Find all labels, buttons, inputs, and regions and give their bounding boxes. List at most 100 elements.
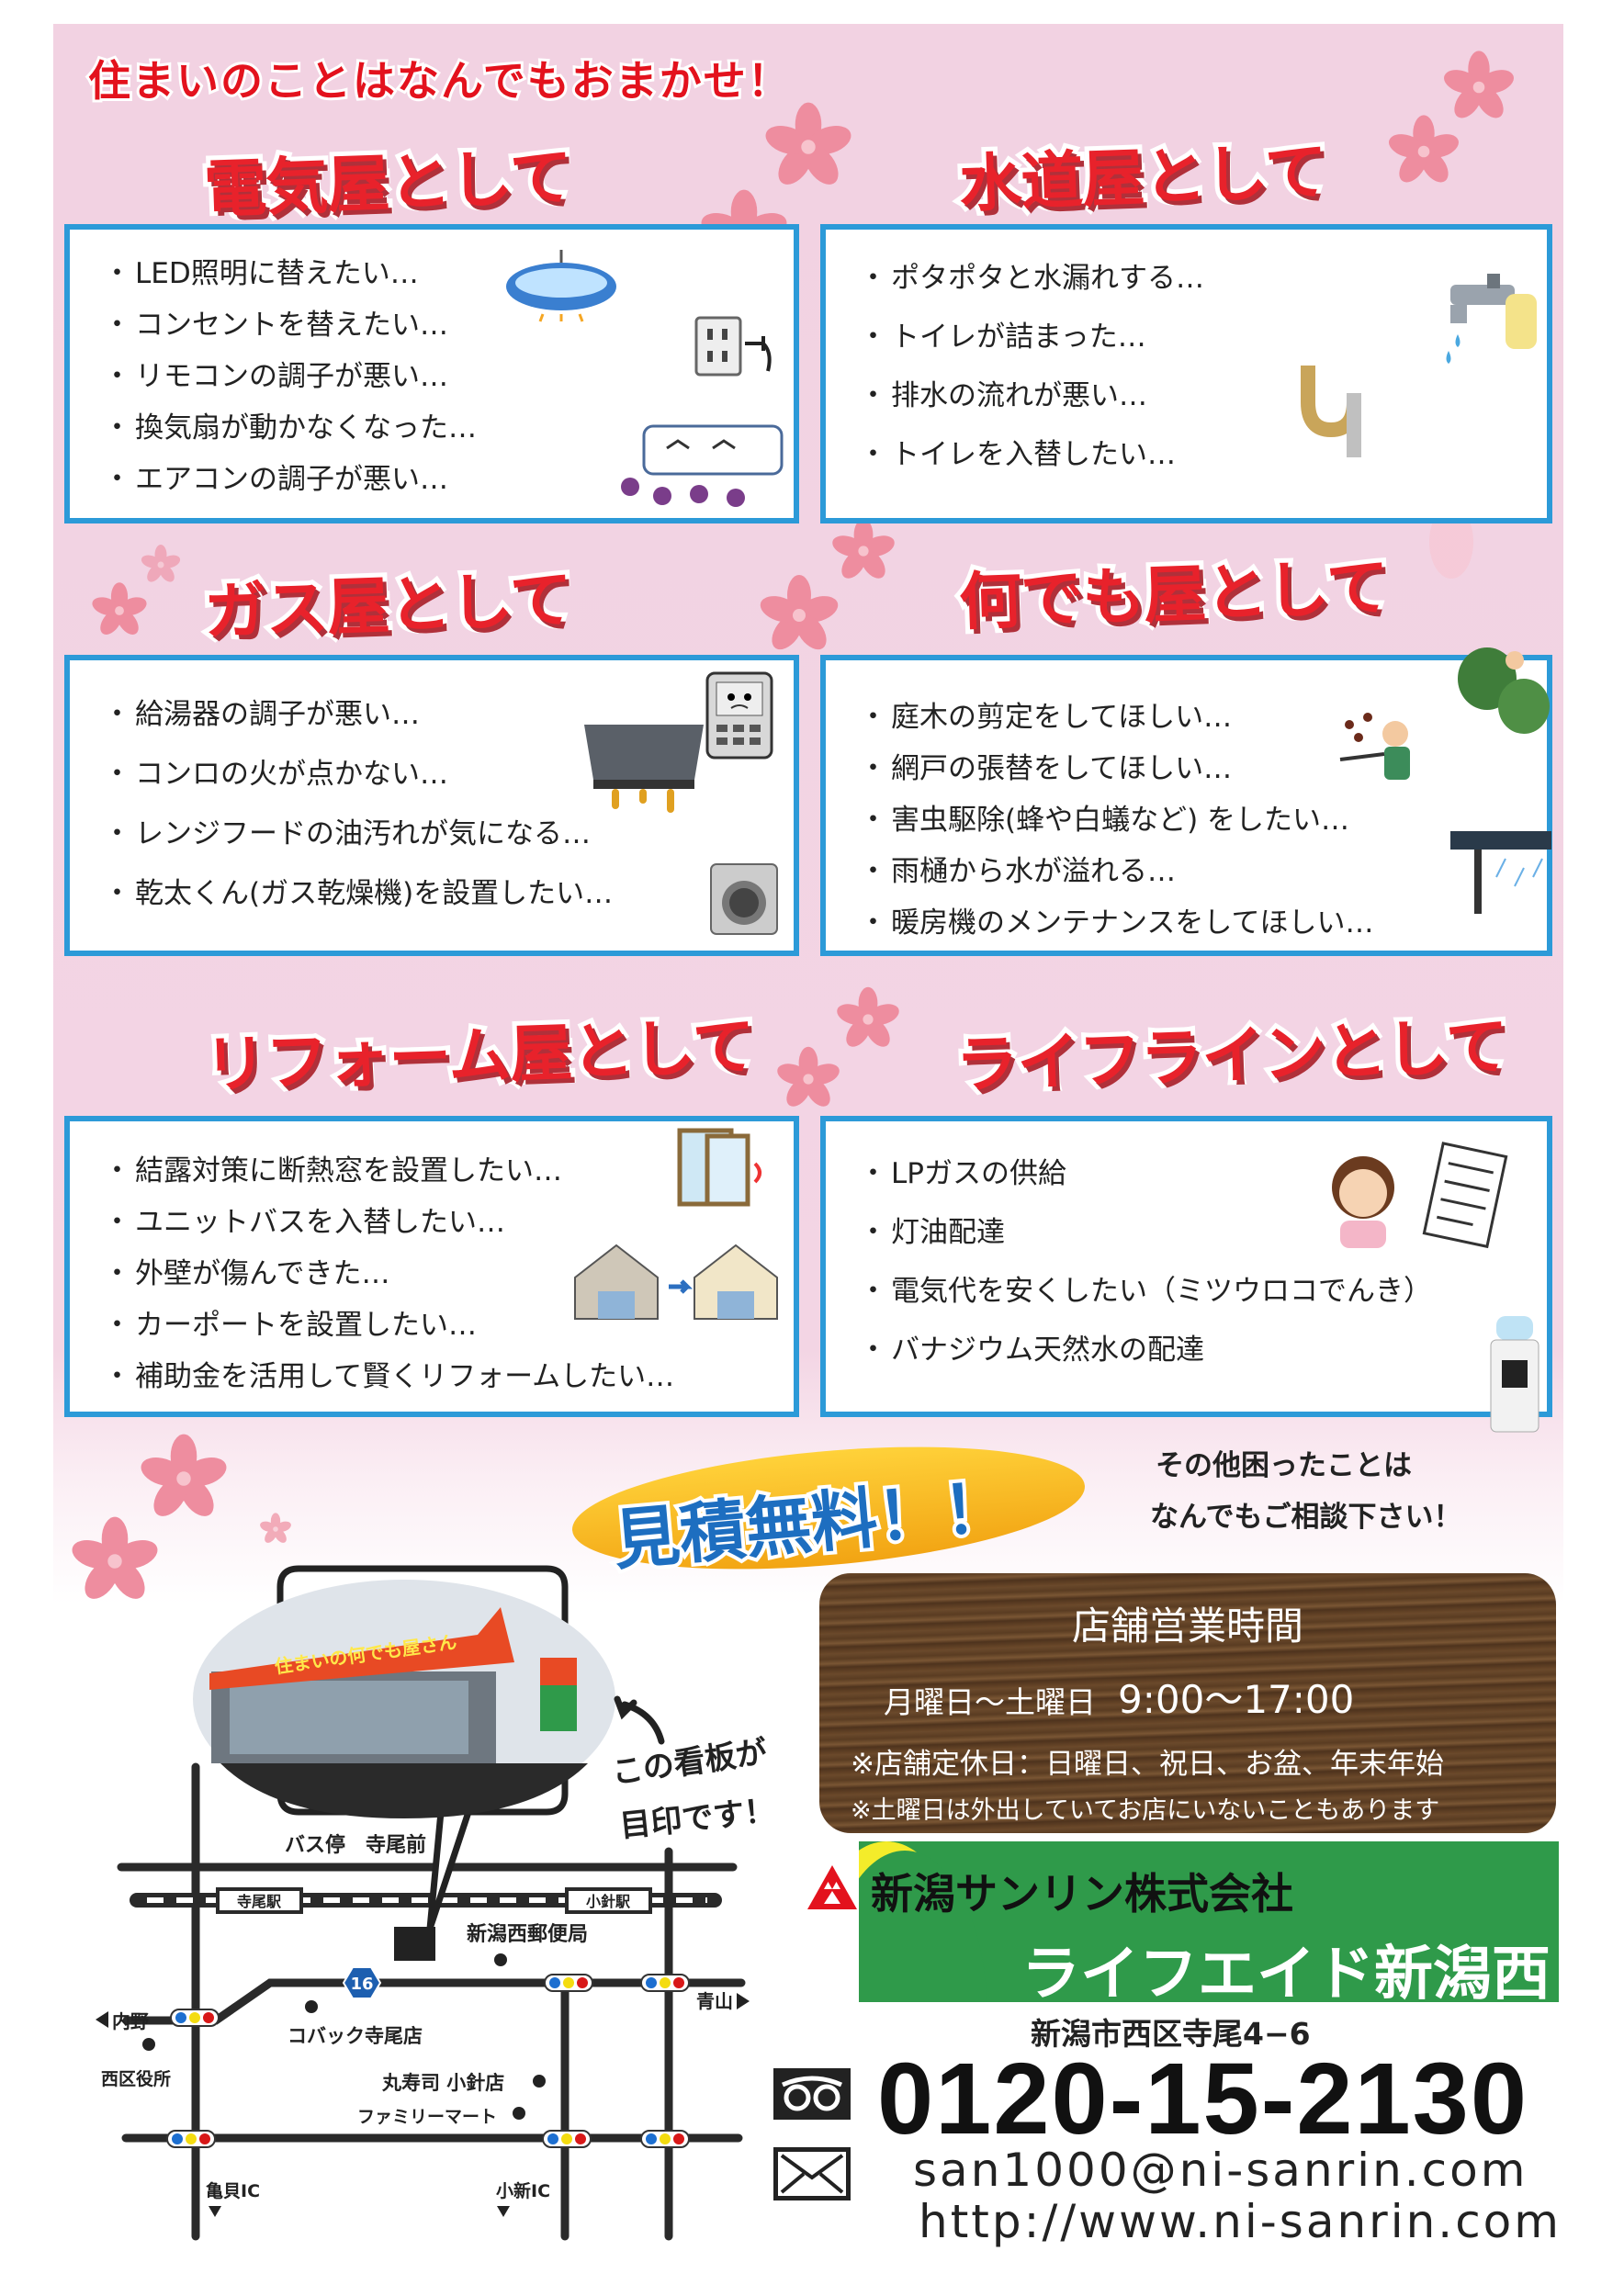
- list-item: LPガスの供給: [859, 1144, 1547, 1203]
- list-item: コンセントを替えたい…: [103, 299, 794, 351]
- water-box: ポタポタと水漏れする… トイレが詰まった… 排水の流れが悪い… トイレを入替した…: [820, 224, 1552, 523]
- lifeline-box: LPガスの供給 灯油配達 電気代を安くしたい（ミツウロコでんき） バナジウム天然…: [820, 1116, 1552, 1433]
- mail-icon: [773, 2147, 851, 2200]
- sign-label-1: この看板が: [610, 1734, 770, 1792]
- list-item: トイレが詰まった…: [859, 308, 1547, 366]
- uchino-label: 内野: [112, 2010, 149, 2032]
- uchino-arrow-icon: [96, 2011, 108, 2028]
- list-item: 電気代を安くしたい（ミツウロコでんき）: [859, 1262, 1547, 1321]
- other-consultation-text: その他困ったことは なんでもご相談下さい！: [1150, 1440, 1461, 1543]
- other-line-2: なんでもご相談下さい！: [1150, 1501, 1462, 1534]
- list-item: カーポートを設置したい…: [103, 1300, 794, 1351]
- list-item: 換気扇が動かなくなった…: [103, 402, 794, 454]
- list-item: 乾太くん(ガス乾燥機)を設置したい…: [103, 864, 794, 924]
- familymart-label: ファミリーマート: [357, 2107, 497, 2127]
- water-heater-remote-icon: [705, 671, 773, 760]
- route-16-sign: 16: [342, 1966, 382, 1999]
- hours-row: 月曜日～土曜日 9:00～17:00: [884, 1669, 1354, 1725]
- list-item: 結露対策に断熱窓を設置したい…: [103, 1145, 794, 1197]
- aoyama-arrow-icon: [737, 1993, 750, 2009]
- list-item: 雨樋から水が溢れる…: [859, 846, 1547, 897]
- electric-bill-icon: [1422, 1142, 1508, 1249]
- address: 新潟市西区寺尾4−6: [1031, 2016, 1311, 2052]
- store-location-marker: [394, 1927, 435, 1961]
- led-lamp-icon: [506, 250, 616, 322]
- phone-number[interactable]: 0120-15-2130: [877, 2043, 1529, 2155]
- list-item: 庭木の剪定をしてほしい…: [859, 692, 1547, 743]
- sign-label-2: 目印です！: [618, 1792, 777, 1845]
- list-item: ポタポタと水漏れする…: [859, 249, 1547, 308]
- post-office-label: 新潟西郵便局: [467, 1922, 588, 1946]
- hours-days: 月曜日～土曜日: [884, 1684, 1096, 1720]
- hours-time: 9:00～17:00: [1118, 1677, 1355, 1722]
- list-item: LED照明に替えたい…: [103, 248, 794, 299]
- tree-pruning-icon: [1458, 647, 1550, 734]
- branch-name: ライフエイド新潟西: [1021, 1941, 1551, 2009]
- handyman-box: 庭木の剪定をしてほしい… 網戸の張替をしてほしい… 害虫駆除(蜂や白蟻など) を…: [820, 647, 1552, 956]
- list-item: バナジウム天然水の配達: [859, 1321, 1547, 1379]
- list-item: 害虫駆除(蜂や白蟻など) をしたい…: [859, 794, 1547, 846]
- svg-text:16: 16: [350, 1975, 373, 1994]
- free-dial-icon: [773, 2068, 851, 2120]
- air-conditioner-icon: [621, 424, 784, 507]
- range-hood-icon: [584, 725, 704, 813]
- insulated-window-icon: [677, 1128, 761, 1207]
- outlet-icon: [694, 316, 772, 377]
- company-name: 新潟サンリン株式会社: [871, 1869, 1293, 1919]
- section-title-electric: 電気屋として: [198, 137, 577, 231]
- section-title-water: 水道屋として: [953, 131, 1332, 226]
- sanrin-logo-icon: [807, 1865, 857, 1909]
- section-title-handyman: 何でも屋として: [953, 547, 1393, 644]
- section-title-reform: リフォーム屋として: [198, 1007, 760, 1108]
- hours-title: 店舗営業時間: [1071, 1604, 1303, 1649]
- kamegai-arrow-icon: [209, 2206, 221, 2217]
- leaking-faucet-icon: [1446, 274, 1537, 364]
- gas-dryer-icon: [710, 863, 778, 935]
- holiday-note: ※店舗定休日：日曜日、祝日、お盆、年末年始: [851, 1748, 1444, 1781]
- company-banner: [859, 1841, 1559, 2002]
- sushi-label: 丸寿司 小針店: [381, 2072, 504, 2094]
- water-server-icon: [1490, 1316, 1539, 1433]
- station-kobari: 小針駅: [586, 1893, 631, 1910]
- kobakku-label: コバック寺尾店: [288, 2025, 423, 2047]
- curved-arrow-icon: [614, 1695, 665, 1745]
- list-item: 灯油配達: [859, 1203, 1547, 1262]
- station-teraoe: 寺尾駅: [237, 1893, 282, 1910]
- reform-box: 結露対策に断熱窓を設置したい… ユニットバスを入替したい… 外壁が傷んできた… …: [64, 1116, 799, 1417]
- other-line-1: その他困ったことは: [1156, 1449, 1412, 1482]
- kamegai-ic-label: 亀貝IC: [206, 2181, 260, 2201]
- drain-pipe-icon: [1301, 366, 1361, 457]
- gas-box: 給湯器の調子が悪い… コンロの火が点かない… レンジフードの油汚れが気になる… …: [64, 655, 799, 956]
- website-url[interactable]: http://www.ni-sanrin.com: [919, 2195, 1562, 2248]
- worried-woman-icon: [1332, 1156, 1394, 1248]
- list-item: エアコンの調子が悪い…: [103, 454, 794, 505]
- ward-office-label: 西区役所: [101, 2068, 171, 2089]
- list-item: 給湯器の調子が悪い…: [103, 685, 794, 745]
- pest-control-worker-icon: [1339, 713, 1410, 780]
- headline: 住まいのことはなんでもおまかせ！: [85, 53, 793, 108]
- rain-gutter-icon: [1450, 831, 1551, 914]
- section-title-gas: ガス屋として: [198, 559, 577, 654]
- koshin-arrow-icon: [497, 2206, 510, 2217]
- store-photo: 住まいの何でも屋さん: [193, 1580, 615, 1818]
- list-item: 暖房機のメンテナンスをしてほしい…: [859, 897, 1547, 949]
- electric-box: LED照明に替えたい… コンセントを替えたい… リモコンの調子が悪い… 換気扇が…: [64, 224, 799, 523]
- list-item: ユニットバスを入替したい…: [103, 1197, 794, 1248]
- access-map: 寺尾駅 小針駅 住まいの何でも屋さん バス停 寺尾前 新潟西郵便局 青山 内野 …: [96, 1565, 777, 2241]
- email-address[interactable]: san1000@ni-sanrin.com: [913, 2144, 1528, 2197]
- list-item: トイレを入替したい…: [859, 425, 1547, 484]
- railway: 寺尾駅 小針駅: [130, 1887, 722, 1914]
- list-item: コンロの火が点かない…: [103, 745, 794, 805]
- bus-stop-label: バス停 寺尾前: [285, 1833, 426, 1857]
- house-renovation-icon: [574, 1244, 778, 1320]
- store-hours-panel: 店舗営業時間 月曜日～土曜日 9:00～17:00 ※店舗定休日：日曜日、祝日、お…: [819, 1573, 1556, 1833]
- list-item: リモコンの調子が悪い…: [103, 351, 794, 402]
- list-item: レンジフードの油汚れが気になる…: [103, 805, 794, 864]
- traffic-lights: [166, 1974, 690, 2148]
- list-item: 排水の流れが悪い…: [859, 366, 1547, 425]
- list-item: 網戸の張替をしてほしい…: [859, 743, 1547, 794]
- saturday-note: ※土曜日は外出していてお店にいないこともあります: [851, 1796, 1440, 1825]
- list-item: 外壁が傷んできた…: [103, 1248, 794, 1300]
- list-item: 補助金を活用して賢くリフォームしたい…: [103, 1351, 794, 1402]
- koshin-ic-label: 小新IC: [496, 2180, 550, 2201]
